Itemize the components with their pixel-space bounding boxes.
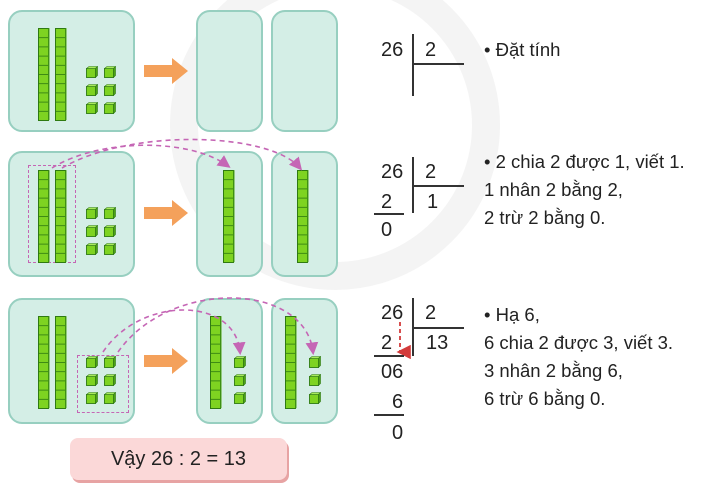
- row3-remainder: 0: [392, 422, 404, 444]
- row2-cube-2-0: [86, 243, 98, 255]
- row2-explain-2: 1 nhân 2 bằng 2,: [484, 179, 623, 200]
- row3-rod-2: [55, 316, 67, 409]
- row1-target-panel-left: [196, 10, 263, 132]
- row2-arrow-icon: [144, 200, 188, 226]
- row3-subtract-line-1: [374, 355, 404, 357]
- row3-subtract-line-2: [374, 414, 404, 416]
- row3-dividend: 26: [381, 302, 404, 324]
- row1-step-text: • Đặt tính: [484, 39, 561, 60]
- row3-arrow-icon: [144, 348, 188, 374]
- row2-divisor: 2: [425, 161, 437, 183]
- row2-rod-2: [55, 170, 67, 263]
- row3-target-cube-left-1: [234, 374, 246, 386]
- row2-cube-1-0: [86, 225, 98, 237]
- row2-explain-3: 2 trừ 2 bằng 0.: [484, 207, 606, 228]
- row1-cube-0-1: [104, 66, 116, 78]
- row2-rod-1: [38, 170, 50, 263]
- row3-cube-0-0: [86, 356, 98, 368]
- row2-cube-1-1: [104, 225, 116, 237]
- row2-explain-1: • 2 chia 2 được 1, viết 1.: [484, 151, 685, 172]
- row2-target-rod-2: [297, 170, 309, 263]
- row3-target-cube-left-2: [234, 392, 246, 404]
- row1-division-vline: [412, 34, 414, 96]
- row2-target-rod-1: [223, 170, 235, 263]
- row3-target-cube-left-0: [234, 356, 246, 368]
- row3-explain-1: • Hạ 6,: [484, 304, 540, 325]
- row1-cube-2-0: [86, 102, 98, 114]
- conclusion-text: Vậy 26 : 2 = 13: [110, 447, 247, 470]
- row3-selection-box: [77, 355, 129, 413]
- row3-subtrahend-2: 6: [392, 391, 404, 413]
- row3-subtrahend-1: 2: [381, 332, 393, 354]
- row1-rod-1: [38, 28, 50, 121]
- row2-cube-0-1: [104, 207, 116, 219]
- row3-target-cube-right-2: [309, 392, 321, 404]
- row3-target-cube-right-1: [309, 374, 321, 386]
- row2-cube-2-1: [104, 243, 116, 255]
- row2-subtract-line: [374, 213, 404, 215]
- row2-subtrahend: 2: [381, 191, 393, 213]
- row3-cube-2-1: [104, 392, 116, 404]
- row3-cube-0-1: [104, 356, 116, 368]
- row3-explain-4: 6 trừ 6 bằng 0.: [484, 388, 606, 409]
- row2-quotient: 1: [427, 191, 439, 213]
- row3-cube-2-0: [86, 392, 98, 404]
- row2-cube-0-0: [86, 207, 98, 219]
- row1-cube-1-0: [86, 84, 98, 96]
- row1-arrow-icon: [144, 58, 188, 84]
- row3-bring-down: 06: [381, 361, 404, 383]
- row3-cube-1-0: [86, 374, 98, 386]
- row1-divisor: 2: [425, 39, 437, 61]
- row3-explain-3: 3 nhân 2 bằng 6,: [484, 360, 623, 381]
- row3-target-panel-right: [271, 298, 338, 424]
- row2-selection-box: [28, 165, 76, 263]
- row2-dividend: 26: [381, 161, 404, 183]
- row3-divisor: 2: [425, 302, 437, 324]
- row3-target-rod-1: [210, 316, 222, 409]
- row2-division-hline: [412, 185, 464, 187]
- row3-target-rod-2: [285, 316, 297, 409]
- row1-cube-2-1: [104, 102, 116, 114]
- row1-division-hline: [412, 63, 464, 65]
- row3-explain-2: 6 chia 2 được 3, viết 3.: [484, 332, 674, 353]
- row1-dividend: 26: [381, 39, 404, 61]
- row3-rod-1: [38, 316, 50, 409]
- row3-target-panel-left: [196, 298, 263, 424]
- row1-cube-0-0: [86, 66, 98, 78]
- conclusion-box: Vậy 26 : 2 = 13: [70, 438, 287, 480]
- row1-target-panel-right: [271, 10, 338, 132]
- row3-quotient: 13: [426, 332, 449, 354]
- row1-cube-1-1: [104, 84, 116, 96]
- row2-remainder: 0: [381, 219, 393, 241]
- row1-rod-2: [55, 28, 67, 121]
- row3-target-cube-right-0: [309, 356, 321, 368]
- row3-division-hline: [412, 327, 464, 329]
- row3-cube-1-1: [104, 374, 116, 386]
